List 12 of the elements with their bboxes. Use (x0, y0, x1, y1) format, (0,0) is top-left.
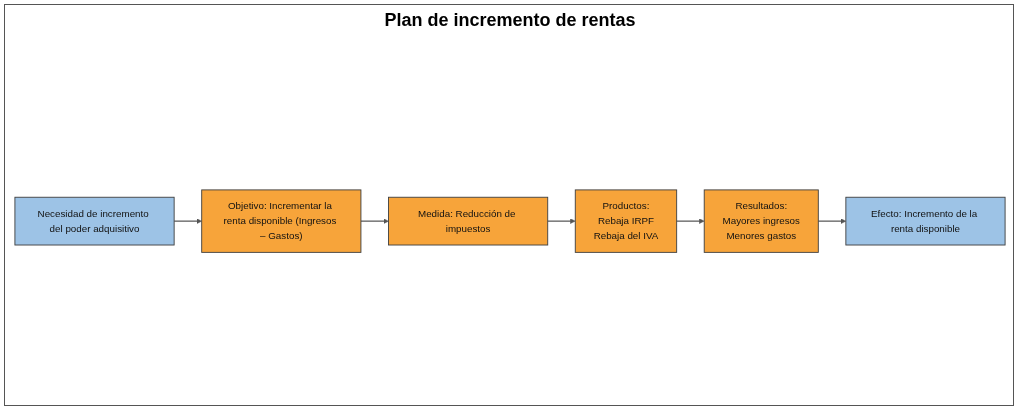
arrow (173, 218, 202, 224)
node-box: Resultados: Mayores ingresos Menores gastos (703, 189, 819, 253)
node-box: Objetivo: Incrementar la renta disponible (Ingresos – Gastos) (201, 189, 362, 253)
diagram-title: Plan de incremento de rentas (383, 10, 637, 31)
node-box: Efecto: Incremento de la renta disponible (845, 196, 1006, 246)
node-box: Medida: Reducción de impuestos (388, 196, 549, 246)
arrow (360, 218, 389, 224)
arrow (676, 218, 705, 224)
arrow (817, 218, 847, 224)
arrow (547, 218, 576, 224)
node-box: Necesidad de incremento del poder adquisitivo (14, 196, 175, 246)
node-box: Productos: Rebaja IRPF Rebaja del IVA (574, 189, 678, 253)
